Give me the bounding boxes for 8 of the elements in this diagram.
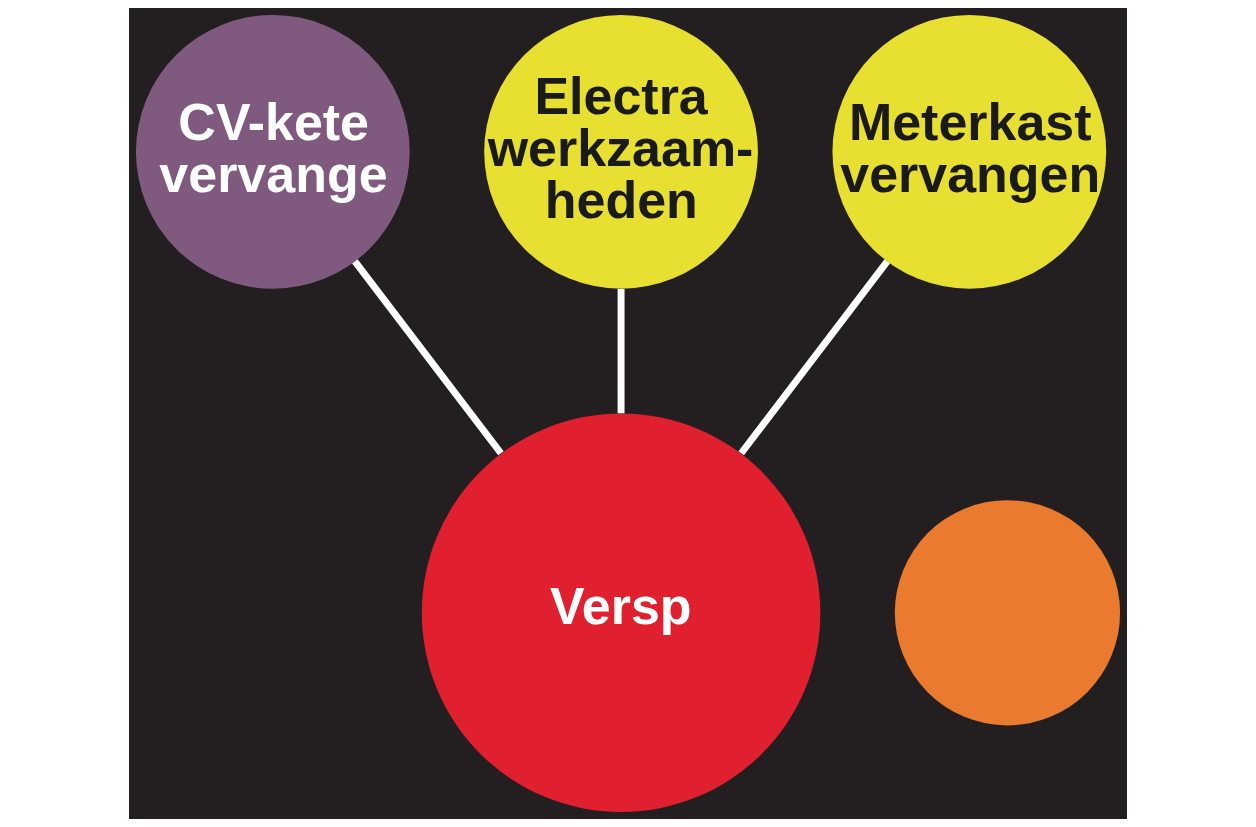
node-circle: Versp [421,413,821,812]
connector [352,259,504,456]
node-circle: Electra werkzaam- heden [484,15,758,289]
node-circle: Meterkast vervangen [832,15,1107,289]
node-circle: CV-kete vervange [135,15,410,289]
connector [617,289,625,414]
node-circle [894,500,1121,726]
connector [738,259,890,456]
